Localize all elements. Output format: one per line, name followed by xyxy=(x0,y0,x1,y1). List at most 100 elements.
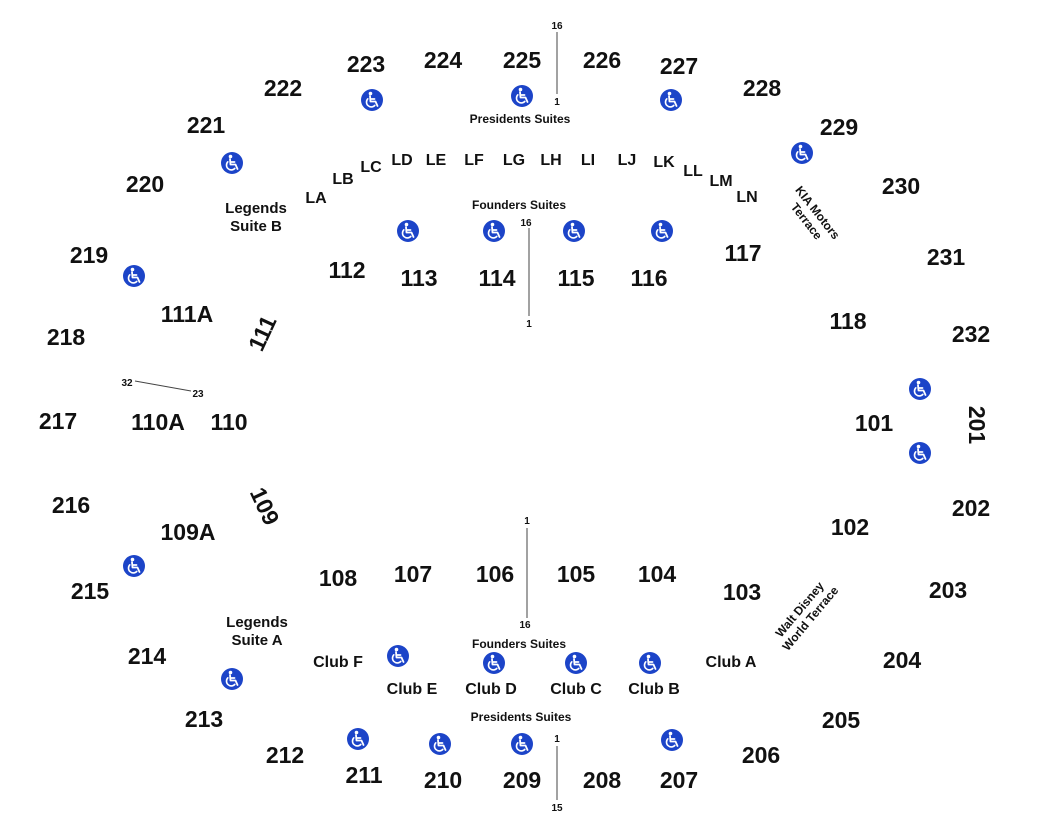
club-e[interactable]: Club E xyxy=(387,681,438,698)
section-226[interactable]: 226 xyxy=(583,47,621,73)
row-label: 15 xyxy=(551,803,563,814)
loge-ln[interactable]: LN xyxy=(736,189,757,206)
section-214[interactable]: 214 xyxy=(128,643,167,669)
section-222[interactable]: 222 xyxy=(264,75,302,101)
loge-lj[interactable]: LJ xyxy=(618,152,637,169)
section-103[interactable]: 103 xyxy=(723,579,761,605)
section-111a[interactable]: 111A xyxy=(161,301,213,327)
loge-lb[interactable]: LB xyxy=(332,171,353,188)
section-208[interactable]: 208 xyxy=(583,767,622,793)
loge-lk[interactable]: LK xyxy=(653,154,675,171)
section-107[interactable]: 107 xyxy=(394,561,432,587)
section-113[interactable]: 113 xyxy=(400,265,437,291)
loge-lh[interactable]: LH xyxy=(540,152,561,169)
wheelchair-icon xyxy=(221,668,243,690)
presidents-suites-top[interactable]: Presidents Suites xyxy=(470,112,571,126)
section-201[interactable]: 201 xyxy=(964,406,990,445)
founders-suites-bottom[interactable]: Founders Suites xyxy=(472,637,566,651)
section-203[interactable]: 203 xyxy=(929,577,967,603)
section-215[interactable]: 215 xyxy=(71,578,110,604)
loge-lc[interactable]: LC xyxy=(360,159,382,176)
section-230[interactable]: 230 xyxy=(882,173,920,199)
section-220[interactable]: 220 xyxy=(126,171,164,197)
section-206[interactable]: 206 xyxy=(742,742,780,768)
section-205[interactable]: 205 xyxy=(822,707,861,733)
section-110[interactable]: 110 xyxy=(210,409,247,435)
section-213[interactable]: 213 xyxy=(185,706,223,732)
section-216[interactable]: 216 xyxy=(52,492,90,518)
wheelchair-icon xyxy=(563,220,585,242)
loge-li[interactable]: LI xyxy=(581,152,595,169)
section-104[interactable]: 104 xyxy=(638,561,677,587)
loge-lm[interactable]: LM xyxy=(709,173,732,190)
section-109[interactable]: 109 xyxy=(245,483,285,529)
walt-disney-world-terrace[interactable]: Walt Disney World Terrace xyxy=(769,574,842,654)
section-210[interactable]: 210 xyxy=(424,767,462,793)
wheelchair-icon xyxy=(221,152,243,174)
loge-ll[interactable]: LL xyxy=(683,163,703,180)
loge-lg[interactable]: LG xyxy=(503,152,525,169)
section-112[interactable]: 112 xyxy=(328,257,365,283)
section-207[interactable]: 207 xyxy=(660,767,698,793)
section-204[interactable]: 204 xyxy=(883,647,922,673)
section-106[interactable]: 106 xyxy=(476,561,514,587)
section-202[interactable]: 202 xyxy=(952,495,990,521)
section-218[interactable]: 218 xyxy=(47,324,86,350)
founders-suites-top[interactable]: Founders Suites xyxy=(472,198,566,212)
presidents-suites-bottom[interactable]: Presidents Suites xyxy=(471,710,572,724)
section-231[interactable]: 231 xyxy=(927,244,966,270)
section-118[interactable]: 118 xyxy=(829,308,866,334)
wheelchair-icon xyxy=(347,728,369,750)
legends-suite-b-line1[interactable]: Legends xyxy=(225,200,287,217)
club-c[interactable]: Club C xyxy=(550,681,602,698)
section-211[interactable]: 211 xyxy=(345,762,382,788)
section-209[interactable]: 209 xyxy=(503,767,541,793)
section-108[interactable]: 108 xyxy=(319,565,358,591)
row-label: 16 xyxy=(520,218,532,229)
row-label: 32 xyxy=(121,378,133,389)
section-116[interactable]: 116 xyxy=(630,265,667,291)
wheelchair-icon xyxy=(661,729,683,751)
section-117[interactable]: 117 xyxy=(724,240,761,266)
loge-le[interactable]: LE xyxy=(426,152,447,169)
section-110a[interactable]: 110A xyxy=(131,409,185,435)
legends-suite-b-line2[interactable]: Suite B xyxy=(230,218,282,235)
section-225[interactable]: 225 xyxy=(503,47,542,73)
wheelchair-icon xyxy=(511,733,533,755)
section-232[interactable]: 232 xyxy=(952,321,990,347)
legends-suite-a-line1[interactable]: Legends xyxy=(226,614,288,631)
section-227[interactable]: 227 xyxy=(660,53,698,79)
kia-motors-terrace[interactable]: KIA Motors Terrace xyxy=(781,183,843,251)
section-102[interactable]: 102 xyxy=(831,514,869,540)
section-219[interactable]: 219 xyxy=(70,242,108,268)
section-114[interactable]: 114 xyxy=(478,265,515,291)
club-f[interactable]: Club F xyxy=(313,654,363,671)
section-221[interactable]: 221 xyxy=(187,112,226,138)
wheelchair-icon xyxy=(483,220,505,242)
wheelchair-icon xyxy=(909,442,931,464)
section-101[interactable]: 101 xyxy=(855,410,894,436)
loge-lf[interactable]: LF xyxy=(464,152,484,169)
section-224[interactable]: 224 xyxy=(424,47,463,73)
section-212[interactable]: 212 xyxy=(266,742,304,768)
wheelchair-icon xyxy=(361,89,383,111)
section-229[interactable]: 229 xyxy=(820,114,858,140)
wheelchair-icon xyxy=(511,85,533,107)
wheelchair-icon xyxy=(483,652,505,674)
section-223[interactable]: 223 xyxy=(347,51,385,77)
section-109a[interactable]: 109A xyxy=(161,519,216,545)
section-115[interactable]: 115 xyxy=(557,265,594,291)
legends-suite-a-line2[interactable]: Suite A xyxy=(231,632,282,649)
section-217[interactable]: 217 xyxy=(39,408,77,434)
section-105[interactable]: 105 xyxy=(557,561,596,587)
row-line-left xyxy=(134,380,192,392)
loge-la[interactable]: LA xyxy=(305,190,327,207)
wheelchair-icon xyxy=(791,142,813,164)
club-b[interactable]: Club B xyxy=(628,681,680,698)
club-a[interactable]: Club A xyxy=(706,654,757,671)
section-228[interactable]: 228 xyxy=(743,75,782,101)
section-111[interactable]: 111 xyxy=(243,311,282,355)
club-d[interactable]: Club D xyxy=(465,681,517,698)
loge-ld[interactable]: LD xyxy=(391,152,412,169)
